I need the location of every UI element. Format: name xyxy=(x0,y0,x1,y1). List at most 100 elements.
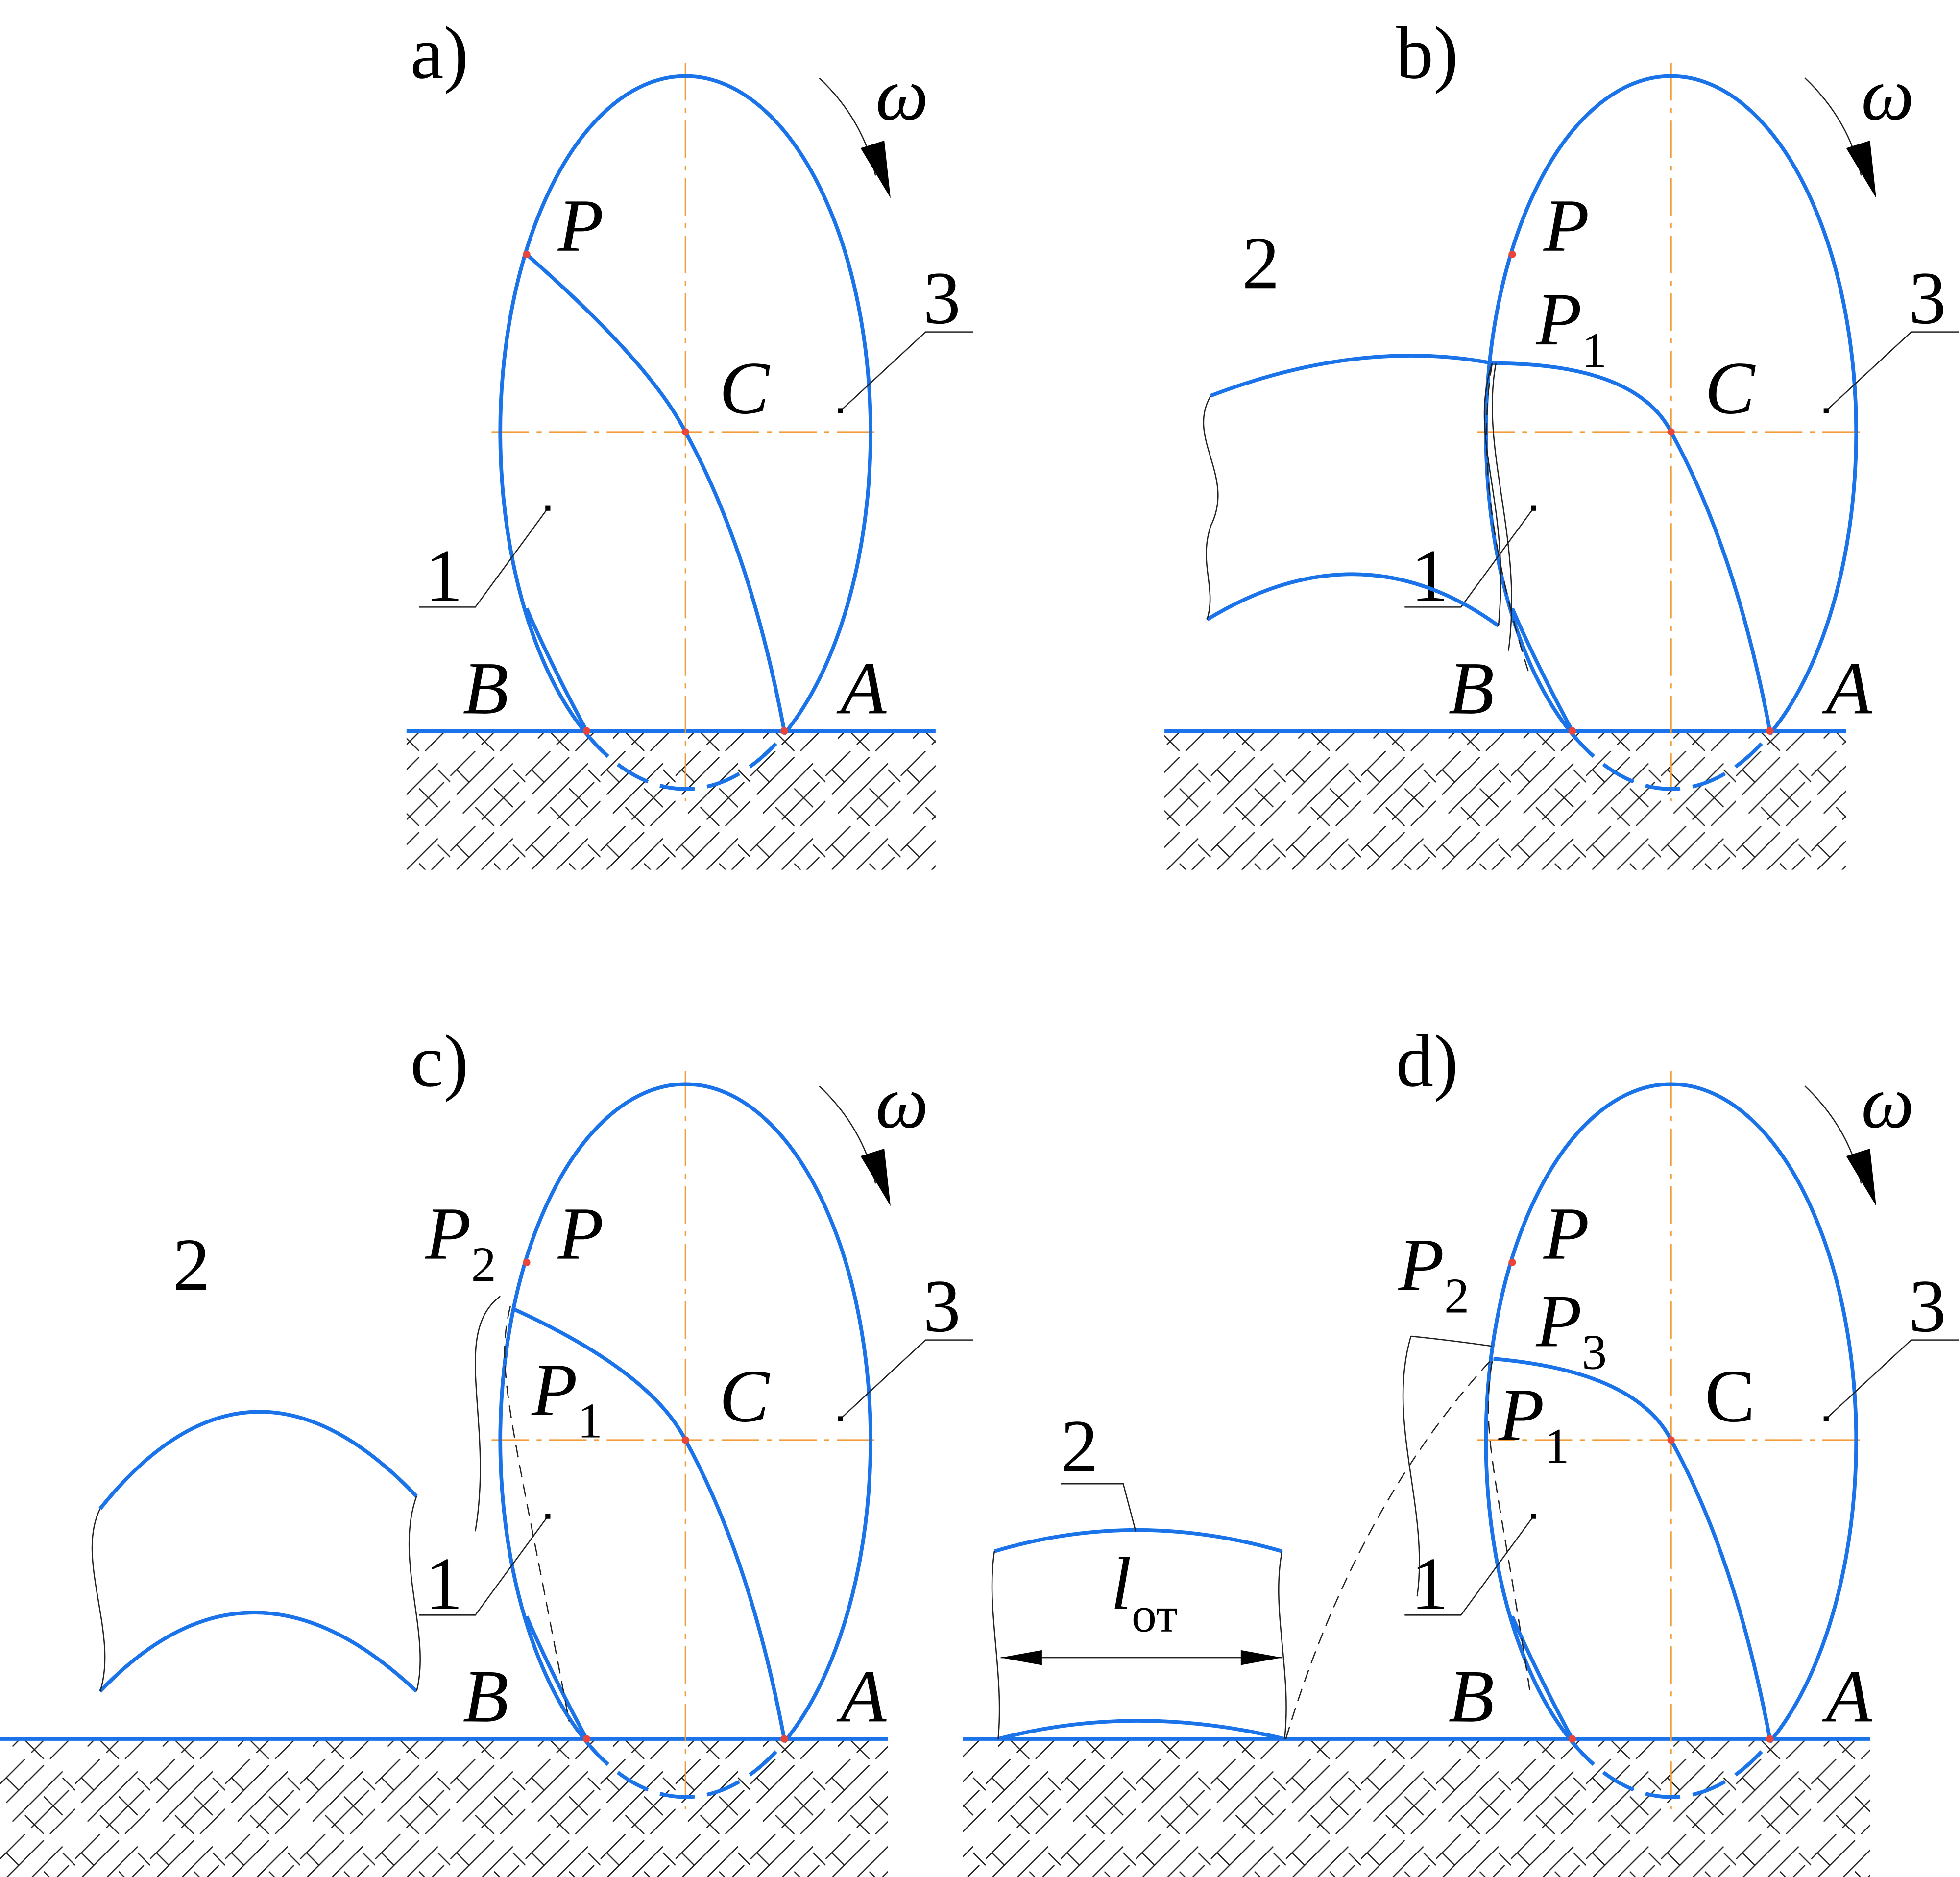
label-C-main: C xyxy=(1705,1355,1755,1438)
rotation-arc xyxy=(1804,77,1862,176)
label-1: 1 xyxy=(425,534,463,618)
contact-curve xyxy=(525,253,786,731)
label-P1: P1 xyxy=(531,1348,603,1449)
point-marker xyxy=(1568,727,1576,735)
rear-curve xyxy=(1510,1615,1574,1740)
label-2: 2 xyxy=(172,1223,210,1306)
trajectory xyxy=(1285,1358,1493,1739)
rear-curve xyxy=(1510,607,1574,732)
omega-label: ω xyxy=(1861,53,1914,136)
label-A-main: A xyxy=(836,1655,887,1738)
point-marker xyxy=(1667,1436,1675,1444)
label-P2-subscript: 2 xyxy=(1444,1268,1469,1324)
leader-dot xyxy=(1531,1514,1536,1519)
label-C: C xyxy=(1705,1355,1755,1438)
rotation-arc xyxy=(819,77,876,176)
point-marker xyxy=(1766,727,1774,735)
point-marker xyxy=(523,250,531,259)
panel-label-main: d) xyxy=(1396,1019,1458,1103)
omega-label-main: ω xyxy=(875,53,928,136)
initial-contour xyxy=(504,1306,570,1722)
contact-curve xyxy=(1491,361,1772,731)
label-3: 3 xyxy=(1909,257,1946,340)
label-2: 2 xyxy=(1061,1405,1098,1488)
label-P1-main: P xyxy=(531,1348,578,1432)
label-P-main: P xyxy=(557,1192,604,1275)
label-A: A xyxy=(836,1655,887,1738)
rotation-arrow-icon xyxy=(1846,141,1876,198)
label-P1: P1 xyxy=(1498,1373,1570,1474)
omega-label: ω xyxy=(875,53,928,136)
label-P2: P2 xyxy=(1398,1223,1470,1324)
label-P3: P3 xyxy=(1535,1279,1607,1380)
label-P: P xyxy=(557,184,604,267)
panel-label-main: c) xyxy=(410,1019,468,1103)
label-2-main: 2 xyxy=(1242,221,1280,305)
label-A: A xyxy=(836,647,887,730)
contact-curve xyxy=(1493,1357,1772,1739)
block-2-side xyxy=(1203,395,1219,620)
leader-P2 xyxy=(474,1296,501,1532)
label-l-ot-main: l xyxy=(1111,1542,1132,1626)
point-marker xyxy=(582,727,591,735)
ground-hatch xyxy=(963,1739,1870,1877)
block-2-top xyxy=(993,1528,1283,1553)
point-marker xyxy=(1508,1258,1516,1266)
point-marker xyxy=(1508,250,1516,259)
omega-label-main: ω xyxy=(1861,1061,1914,1144)
label-B-main: B xyxy=(1449,647,1495,730)
label-C-main: C xyxy=(1705,347,1756,430)
block-2-top xyxy=(1210,354,1493,398)
point-marker xyxy=(1766,1735,1774,1743)
label-P1-subscript: 1 xyxy=(1582,323,1607,378)
rotation-arrow-icon xyxy=(1846,1148,1876,1206)
contact-curve xyxy=(512,1307,786,1739)
panel-label: a) xyxy=(410,11,468,95)
label-P2-main: P xyxy=(425,1192,471,1275)
wheel-contour-hidden xyxy=(1568,729,1774,791)
label-3-main: 3 xyxy=(923,257,961,340)
initial-contour xyxy=(1487,1361,1530,1690)
label-P-main: P xyxy=(1543,1192,1590,1275)
leader-1 xyxy=(1404,1516,1534,1616)
leader-1 xyxy=(419,1516,549,1616)
point-marker xyxy=(523,1258,531,1266)
label-3-main: 3 xyxy=(1909,1265,1946,1348)
label-B: B xyxy=(463,647,509,730)
omega-label: ω xyxy=(1861,1061,1914,1144)
label-1-main: 1 xyxy=(1411,534,1449,618)
leader-dot xyxy=(1823,408,1829,413)
block-2-bottom xyxy=(1206,572,1500,627)
point-marker xyxy=(1667,428,1675,436)
leader-3 xyxy=(1825,1339,1959,1420)
label-P-main: P xyxy=(1543,184,1590,267)
omega-label: ω xyxy=(875,1061,928,1144)
wheel-contour-hidden xyxy=(1568,1737,1774,1799)
label-2-main: 2 xyxy=(1061,1405,1098,1488)
leader-dot xyxy=(838,1416,843,1421)
point-marker xyxy=(780,1735,788,1743)
panel-label-main: a) xyxy=(410,11,468,95)
label-P: P xyxy=(557,1192,604,1275)
label-2: 2 xyxy=(1242,221,1280,305)
label-3-main: 3 xyxy=(923,1265,961,1348)
label-P: P xyxy=(1543,1192,1590,1275)
label-1: 1 xyxy=(1411,534,1449,618)
ground-hatch xyxy=(1164,731,1846,870)
wheel-contour xyxy=(498,74,872,732)
panel-b-extras: 2P1 xyxy=(1203,221,1607,676)
leader-3 xyxy=(1825,331,1959,411)
label-P2-main: P xyxy=(1398,1223,1445,1306)
rotation-arrow-icon xyxy=(860,1148,891,1206)
block-2-bottom xyxy=(98,1611,418,1693)
rotation-arc xyxy=(819,1085,876,1184)
label-P2-subscript: 2 xyxy=(471,1237,496,1293)
leader-dot xyxy=(545,1514,551,1519)
label-B: B xyxy=(1449,1655,1495,1738)
block-2-top xyxy=(98,1410,418,1510)
block-2-sides xyxy=(91,1496,421,1692)
